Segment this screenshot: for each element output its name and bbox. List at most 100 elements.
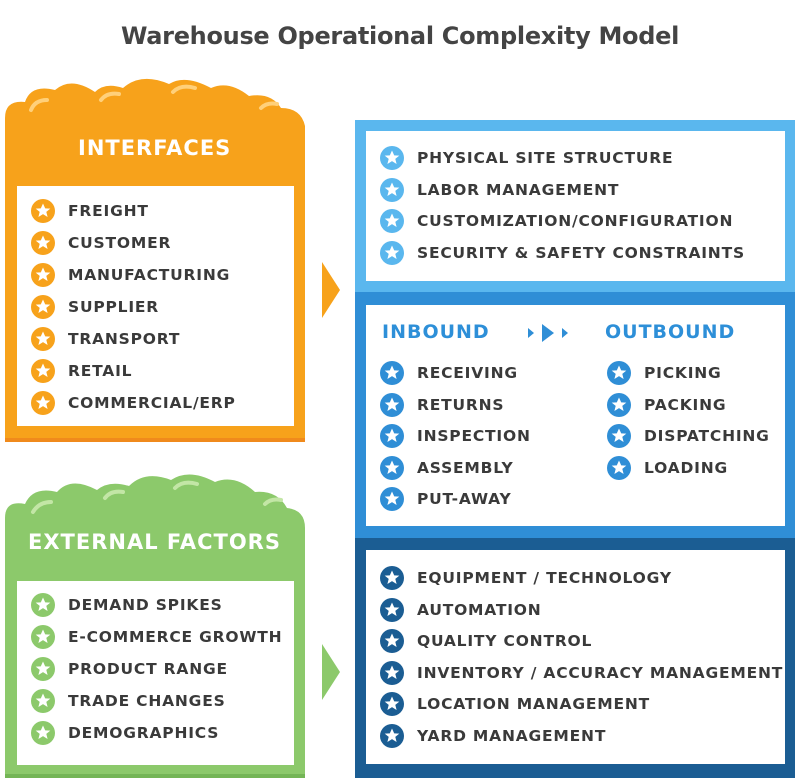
external-factors-arrow-icon [322, 644, 340, 700]
list-item: COMMERCIAL/ERP [31, 391, 236, 415]
list-item: LOADING [607, 455, 729, 480]
list-item: MANUFACTURING [31, 263, 230, 287]
list-item-label: INSPECTION [417, 427, 531, 445]
list-item-label: FREIGHT [68, 202, 149, 220]
star-icon [31, 391, 55, 415]
list-item: LABOR MANAGEMENT [380, 177, 619, 202]
list-item: EQUIPMENT / TECHNOLOGY [380, 566, 672, 590]
list-item: FREIGHT [31, 199, 149, 223]
list-item-label: E-COMMERCE GROWTH [68, 628, 283, 646]
list-item-label: RECEIVING [417, 364, 518, 382]
star-icon [380, 424, 404, 448]
list-item-label: DEMOGRAPHICS [68, 724, 220, 742]
star-icon [380, 692, 404, 716]
list-item: PICKING [607, 361, 722, 385]
list-item: PRODUCT RANGE [31, 657, 228, 681]
list-item: TRANSPORT [31, 327, 180, 351]
structure-card [366, 131, 785, 281]
star-icon [607, 424, 631, 448]
list-item: DEMOGRAPHICS [31, 721, 219, 745]
list-item: PACKING [607, 392, 727, 417]
list-item: RETAIL [31, 359, 132, 383]
star-icon [31, 327, 55, 351]
flow-arrows-icon [528, 324, 568, 342]
star-icon [31, 625, 55, 649]
star-icon [380, 723, 404, 748]
list-item: RECEIVING [380, 361, 518, 385]
list-item: INSPECTION [380, 424, 531, 448]
external-factors-cloud-header [5, 474, 305, 572]
list-item: RETURNS [380, 392, 505, 417]
list-item: INVENTORY / ACCURACY MANAGEMENT [380, 660, 784, 685]
list-item: DISPATCHING [607, 424, 770, 448]
star-icon [380, 177, 404, 202]
list-item-label: PUT-AWAY [417, 490, 512, 508]
list-item: PHYSICAL SITE STRUCTURE [380, 146, 673, 170]
interfaces-heading: INTERFACES [78, 136, 232, 160]
star-icon [31, 263, 55, 287]
interfaces-list-card [17, 186, 294, 426]
list-item-label: PRODUCT RANGE [68, 660, 228, 678]
list-item-label: RETURNS [417, 395, 505, 414]
star-icon [380, 392, 404, 417]
list-item-label: LOCATION MANAGEMENT [417, 695, 651, 713]
star-icon [31, 593, 55, 617]
list-item-label: CUSTOMER [68, 234, 172, 252]
diagram-title: Warehouse Operational Complexity Model [120, 22, 680, 50]
list-item-label: LOADING [644, 458, 729, 477]
list-item: YARD MANAGEMENT [380, 723, 607, 748]
interfaces-cloud-header [5, 78, 305, 182]
star-icon [380, 487, 404, 511]
list-item: QUALITY CONTROL [380, 629, 592, 653]
management-card [366, 550, 785, 764]
list-item-label: EQUIPMENT / TECHNOLOGY [417, 569, 672, 587]
list-item-label: DEMAND SPIKES [68, 596, 223, 614]
list-item-label: RETAIL [68, 362, 133, 380]
list-item-label: SUPPLIER [68, 298, 160, 316]
list-item-label: MANUFACTURING [68, 266, 231, 284]
star-icon [380, 566, 404, 590]
list-item: E-COMMERCE GROWTH [31, 625, 282, 649]
list-item: PUT-AWAY [380, 487, 512, 511]
list-item: DEMAND SPIKES [31, 593, 223, 617]
list-item: CUSTOMER [31, 231, 171, 255]
list-item: SECURITY & SAFETY CONSTRAINTS [380, 240, 745, 265]
star-icon [31, 295, 55, 319]
star-icon [31, 199, 55, 223]
star-icon [380, 146, 404, 170]
list-item-label: PHYSICAL SITE STRUCTURE [417, 149, 674, 167]
list-item-label: CUSTOMIZATION/CONFIGURATION [417, 212, 734, 230]
star-icon [31, 721, 55, 745]
list-item-label: PACKING [644, 395, 727, 414]
external-factors-heading: EXTERNAL FACTORS [28, 530, 281, 554]
list-item-label: TRANSPORT [68, 330, 181, 348]
interfaces-arrow-icon [322, 262, 340, 318]
list-item-label: YARD MANAGEMENT [417, 726, 607, 745]
list-item: AUTOMATION [380, 597, 542, 622]
list-item: SUPPLIER [31, 295, 159, 319]
star-icon [31, 231, 55, 255]
star-icon [31, 657, 55, 681]
list-item: LOCATION MANAGEMENT [380, 692, 650, 716]
list-item-label: INVENTORY / ACCURACY MANAGEMENT [417, 663, 784, 682]
list-item: ASSEMBLY [380, 455, 514, 480]
star-icon [380, 597, 404, 622]
list-item-label: DISPATCHING [644, 427, 770, 445]
star-icon [31, 359, 55, 383]
star-icon [380, 455, 404, 480]
flow-card [366, 305, 785, 526]
star-icon [380, 240, 404, 265]
star-icon [607, 361, 631, 385]
list-item-label: COMMERCIAL/ERP [68, 394, 236, 412]
star-icon [607, 455, 631, 480]
star-icon [380, 209, 404, 233]
list-item-label: ASSEMBLY [417, 458, 514, 477]
inbound-heading: INBOUND [382, 321, 490, 343]
external-factors-list-card [17, 581, 294, 765]
star-icon [380, 660, 404, 685]
list-item-label: PICKING [644, 364, 722, 382]
list-item-label: QUALITY CONTROL [417, 632, 593, 650]
list-item-label: TRADE CHANGES [68, 692, 226, 710]
list-item-label: AUTOMATION [417, 600, 542, 619]
list-item-label: SECURITY & SAFETY CONSTRAINTS [417, 243, 745, 262]
